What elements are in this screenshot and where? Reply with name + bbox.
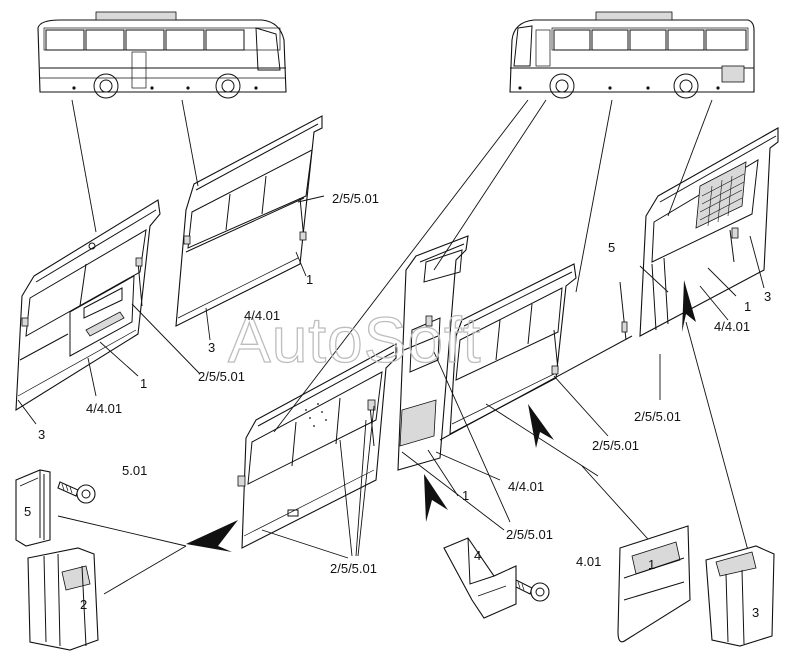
detail-bracket-4	[443, 537, 517, 619]
label-4-401: 4/4.01	[244, 308, 280, 323]
detail-profile-3	[705, 545, 775, 647]
label-3: 3	[38, 427, 45, 442]
label-2-5-501: 2/5/5.01	[506, 527, 553, 542]
label-4-01: 4.01	[576, 554, 601, 569]
leader-lines	[17, 99, 765, 595]
side-panel-a	[175, 115, 323, 327]
side-panel-e	[619, 127, 779, 341]
label-2-5-501: 2/5/5.01	[592, 438, 639, 453]
label-1: 1	[744, 299, 751, 314]
label-2-5-501: 2/5/5.01	[332, 191, 379, 206]
side-panel-b	[15, 199, 161, 412]
label-5-01: 5.01	[122, 463, 147, 478]
label-2: 2	[80, 597, 87, 612]
label-3: 3	[764, 289, 771, 304]
label-2-5-501: 2/5/5.01	[198, 369, 245, 384]
label-4-401: 4/4.01	[508, 479, 544, 494]
side-panel-c	[397, 235, 469, 471]
label-5: 5	[608, 240, 615, 255]
bus-side-view-right	[509, 11, 755, 99]
label-1: 1	[648, 557, 655, 572]
side-panel-f	[237, 343, 397, 549]
label-1: 1	[462, 488, 469, 503]
label-4-401: 4/4.01	[86, 401, 122, 416]
label-1: 1	[140, 376, 147, 391]
bus-side-view-left	[37, 11, 287, 99]
screw-5-01	[57, 481, 96, 504]
direction-arrows	[186, 280, 696, 552]
label-2-5-501: 2/5/5.01	[330, 561, 377, 576]
side-panel-d	[439, 263, 633, 441]
label-4-401: 4/4.01	[714, 319, 750, 334]
label-1: 1	[306, 272, 313, 287]
detail-profile-5	[15, 469, 51, 547]
label-3: 3	[752, 605, 759, 620]
label-4: 4	[474, 548, 481, 563]
watermark: AutoSoft	[228, 304, 482, 376]
detail-profile-2	[27, 547, 99, 651]
detail-seal-1	[617, 525, 691, 643]
label-2-5-501: 2/5/5.01	[634, 409, 681, 424]
part-labels: 2/5/5.01 1 4/4.01 3 2/5/5.01 1 4/4.01 3 …	[24, 191, 771, 620]
label-3: 3	[208, 340, 215, 355]
label-5: 5	[24, 504, 31, 519]
panel-e-grille	[699, 173, 745, 227]
